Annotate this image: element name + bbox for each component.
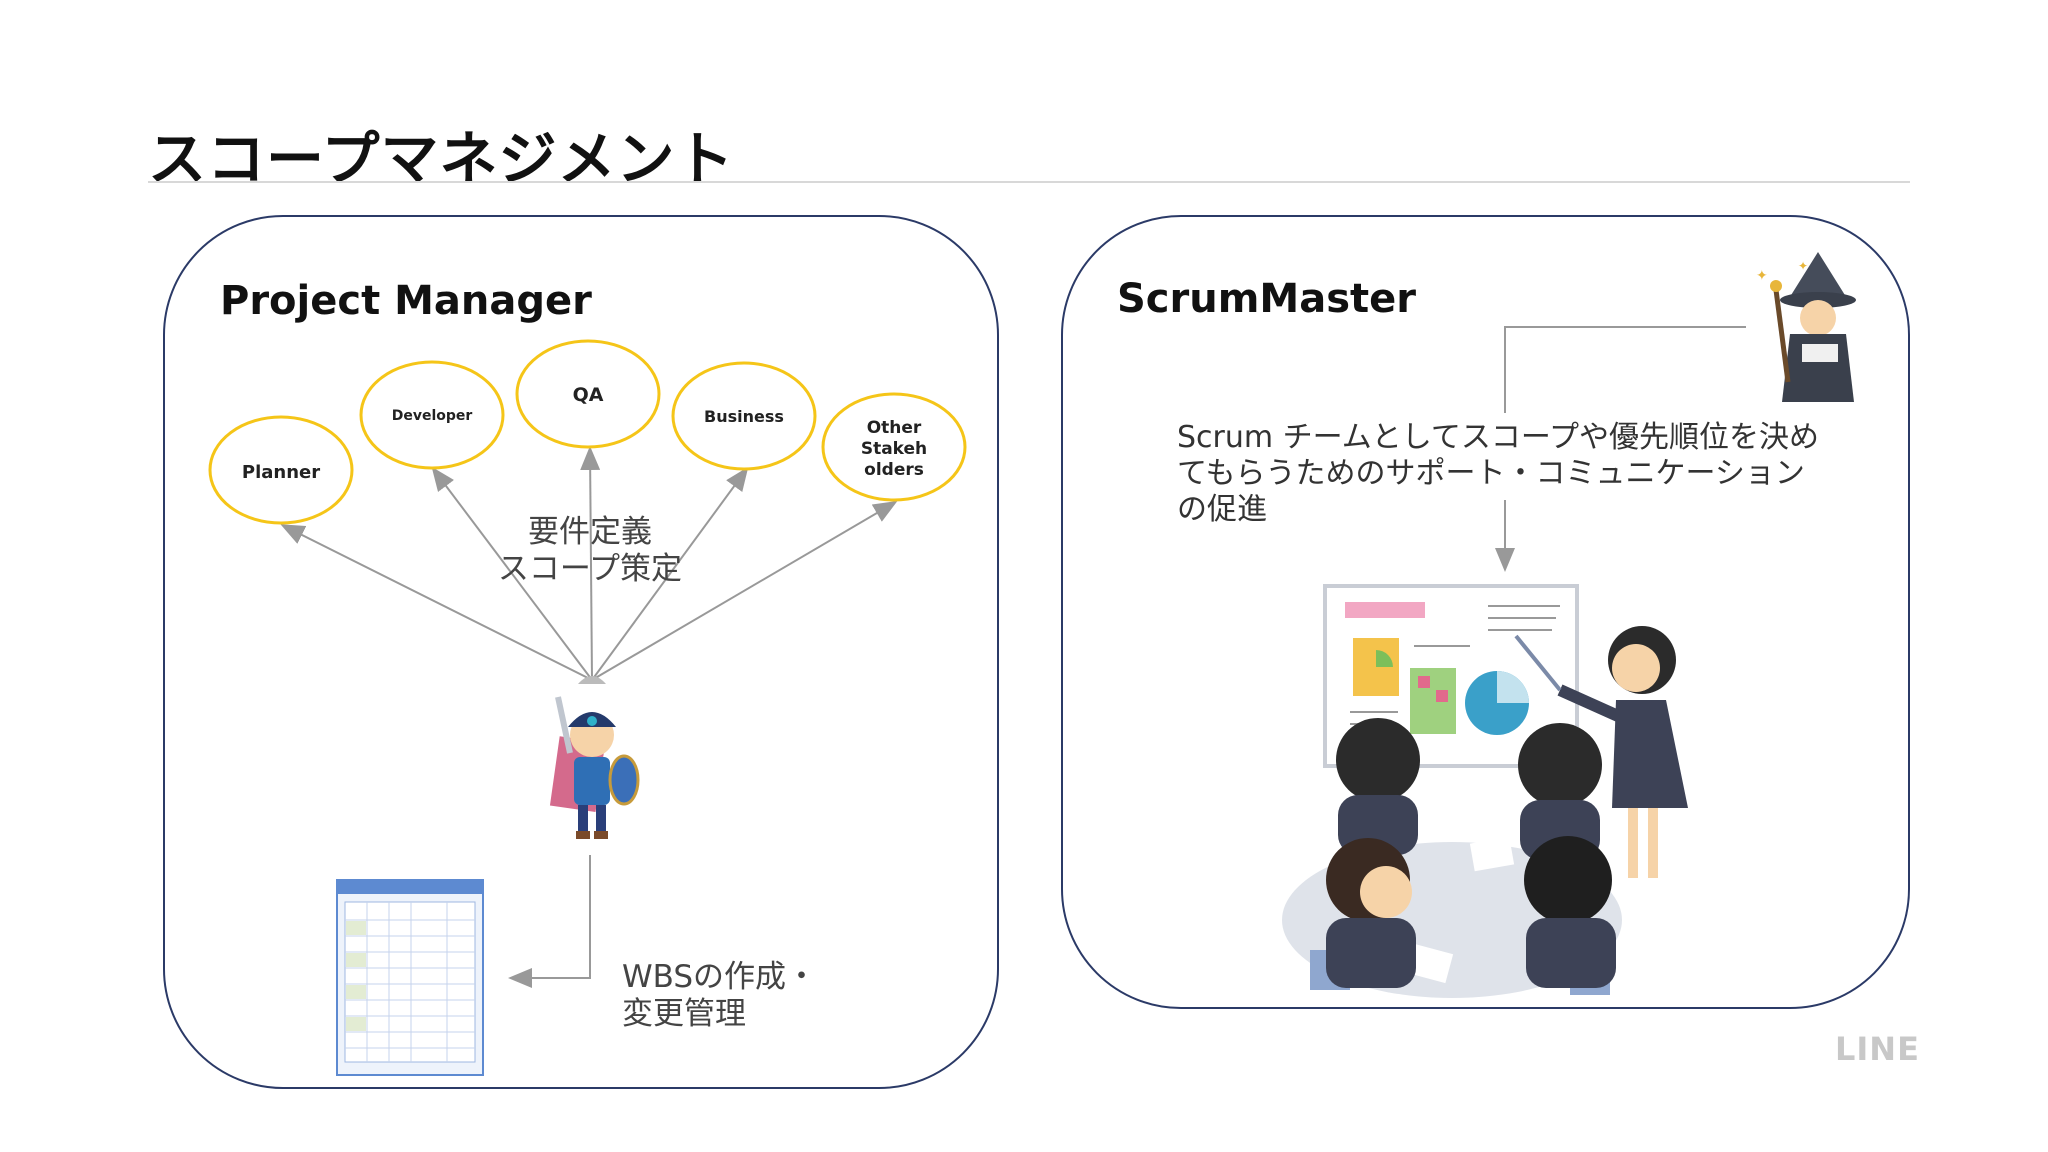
wizard-connector (1504, 326, 1746, 413)
arrow-to-other (591, 500, 898, 681)
stakeholder-label-planner: Planner (242, 462, 320, 483)
wbs-text: WBSの作成・ 変更管理 (622, 959, 882, 1033)
scrum-master-description: Scrum チームとしてスコープや優先順位を決め てもらうためのサポート・コミュ… (1177, 420, 1837, 528)
stakeholder-business (671, 361, 817, 471)
arrow-to-business (591, 466, 749, 681)
wbs-line-2: 変更管理 (622, 996, 746, 1032)
stakeholder-label-qa: QA (573, 384, 604, 406)
wbs-line-1: WBSの作成・ (622, 959, 818, 995)
arrow-to-developer (431, 466, 593, 681)
stakeholder-qa (515, 339, 661, 449)
stakeholder-label-other-1: Other (867, 418, 922, 438)
arrow-to-qa (580, 446, 601, 681)
hero-knight-icon (549, 696, 640, 839)
stakeholder-developer (359, 360, 505, 470)
wizard-icon: ✦ ✦ (1756, 252, 1856, 402)
title-divider (148, 181, 1910, 183)
arrow-to-wbs (508, 855, 591, 988)
arrow-to-planner (280, 524, 593, 681)
svg-text:✦: ✦ (1756, 268, 1768, 284)
requirements-text: 要件定義 スコープ策定 (480, 514, 700, 588)
stakeholder-other (821, 392, 967, 502)
project-manager-heading: Project Manager (220, 278, 592, 324)
wbs-spreadsheet-icon (336, 879, 484, 1076)
line-logo: LINE (1835, 1030, 1920, 1068)
stakeholder-label-other-2: Stakeh (861, 439, 927, 459)
stakeholder-planner (208, 415, 354, 525)
stakeholder-label-other-3: olders (864, 460, 924, 480)
svg-text:✦: ✦ (1798, 259, 1808, 273)
scrum-master-line-1: Scrum チームとしてスコープや優先順位を決め (1177, 420, 1820, 455)
meeting-presentation-icon (1282, 584, 1688, 998)
stakeholder-label-developer: Developer (392, 408, 473, 424)
requirement-arrows (280, 446, 898, 988)
requirements-line-1: 要件定義 (528, 514, 652, 550)
scrum-master-line-3: の促進 (1177, 492, 1267, 527)
requirements-line-2: スコープ策定 (497, 551, 683, 587)
stakeholder-label-business: Business (704, 407, 784, 426)
scrum-master-heading: ScrumMaster (1117, 276, 1416, 322)
scrum-master-line-2: てもらうためのサポート・コミュニケーション (1177, 456, 1805, 491)
